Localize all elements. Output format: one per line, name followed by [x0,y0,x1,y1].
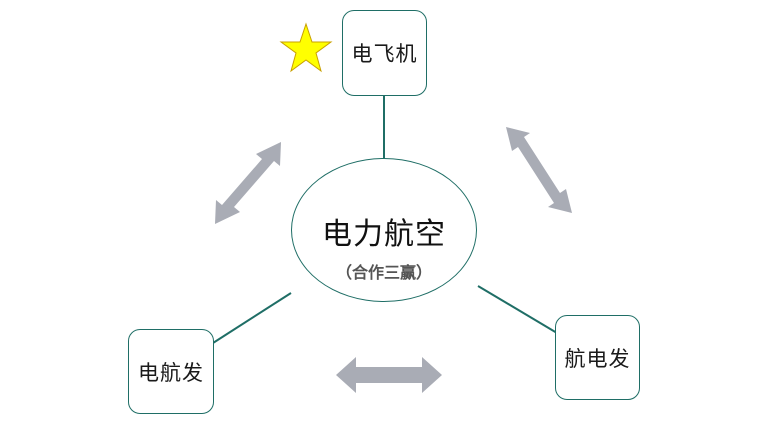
center-node: 电力航空 （合作三赢） [291,158,477,302]
double-arrow-left-icon [215,142,281,224]
node-left-label: 电航发 [138,360,204,385]
star-icon [279,22,333,73]
center-subtitle: （合作三赢） [335,263,432,282]
double-arrow-right-icon [506,127,572,213]
connector-right [477,285,558,334]
connector-left [212,292,292,344]
node-right-label: 航电发 [564,346,631,371]
node-left: 电航发 [128,329,214,414]
node-top: 电飞机 [342,10,427,96]
node-top-label: 电飞机 [351,42,418,66]
center-title: 电力航空 [322,217,446,252]
node-right: 航电发 [555,315,640,400]
double-arrow-bottom-icon [336,357,442,393]
